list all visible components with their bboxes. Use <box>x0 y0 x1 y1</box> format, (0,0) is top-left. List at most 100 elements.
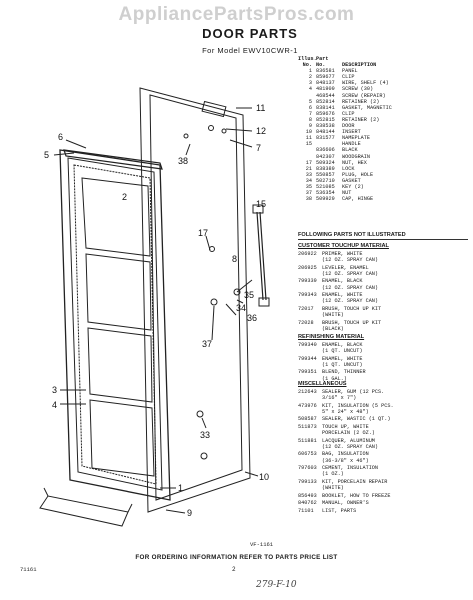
part-illus-no: 6 <box>308 104 312 111</box>
shelf-1 <box>81 177 151 257</box>
material-description: LACQUER, ALUMINUM <box>322 437 375 444</box>
part-number: 509929 <box>316 196 335 203</box>
part-illus-no: 17 <box>305 159 312 166</box>
part-number: 536354 <box>316 190 335 197</box>
part-number: 838389 <box>316 165 335 172</box>
material-description: (12 OZ. SPRAY CAN) <box>322 284 379 291</box>
material-row: (12 OZ. SPRAY CAN) <box>298 285 468 291</box>
material-row: PORCELAIN (2 OZ.) <box>298 430 468 436</box>
material-description: (WHITE) <box>322 484 344 491</box>
part-illus-no: 2 <box>308 74 312 81</box>
callout-10: 10 <box>259 472 269 482</box>
part-illus-no: 5 <box>308 98 312 105</box>
part-description: HANDLE <box>342 141 361 148</box>
material-part-number <box>298 458 322 464</box>
part-illus-no: 37 <box>305 190 312 197</box>
parts-row: 33 550857 PLUG, HOLE <box>298 172 468 178</box>
material-part-number: 799339 <box>298 278 317 285</box>
material-description: PRIMER, WHITE <box>322 251 363 258</box>
material-part-number: 799340 <box>298 342 317 349</box>
material-part-number: 606753 <box>298 451 317 458</box>
part-number: 831577 <box>316 135 335 142</box>
material-description: BRUSH, TOUCH UP KIT <box>322 305 382 312</box>
material-row: 5" x 24" x 48") <box>298 409 468 415</box>
following-parts-heading: FOLLOWING PARTS NOT ILLUSTRATED <box>298 232 468 240</box>
material-row: (WHITE) <box>298 485 468 491</box>
part-description: INSERT <box>342 129 361 136</box>
part-number: 502710 <box>316 177 335 184</box>
part-description: CLIP <box>342 110 355 117</box>
watermark: AppliancePartsPros.com <box>118 4 355 25</box>
material-description: 3/16" x 7") <box>322 395 357 402</box>
material-row: (12 OZ. SPRAY CAN) <box>298 257 468 263</box>
material-part-number <box>298 326 322 332</box>
material-part-number <box>298 444 322 450</box>
material-part-number: 511881 <box>298 437 317 444</box>
material-part-number: 856493 <box>298 492 317 499</box>
part-illus-no: 33 <box>305 171 312 178</box>
material-part-number <box>298 362 322 368</box>
material-description: KIT, PORCELAIN REPAIR <box>322 478 388 485</box>
callout-4: 4 <box>52 400 57 410</box>
material-row: (12 OZ. SPRAY CAN) <box>298 298 468 304</box>
header-illus: Illus. <box>298 56 317 62</box>
material-description: 5" x 24" x 48") <box>322 408 369 415</box>
material-part-number <box>298 257 322 263</box>
part-description: NAMEPLATE <box>342 135 371 142</box>
material-part-number <box>298 395 322 401</box>
material-row: (WHITE) <box>298 312 468 318</box>
ordering-footer: FOR ORDERING INFORMATION REFER TO PARTS … <box>135 554 338 561</box>
material-part-number <box>298 298 322 304</box>
material-description: (1 GAL.) <box>322 375 347 382</box>
material-part-number: 799344 <box>298 355 317 362</box>
material-part-number: 799343 <box>298 292 317 299</box>
part-description: PANEL <box>342 68 358 75</box>
part-description: RETAINER (2) <box>342 98 380 105</box>
material-row: (36-3/8" x 46") <box>298 458 468 464</box>
part-description: WIRE, SHELF (4) <box>342 80 389 87</box>
shelf-2 <box>85 253 152 331</box>
part-number: 852815 <box>316 116 335 123</box>
material-row: (12 OZ. SPRAY CAN) <box>298 271 468 277</box>
part-description: PLUG, HOLE <box>342 171 374 178</box>
section-title: CUSTOMER TOUCHUP MATERIAL <box>298 243 389 249</box>
material-description: SEALER, WASTIC (1 QT.) <box>322 416 391 423</box>
part-description: GASKET <box>342 177 361 184</box>
material-part-number <box>298 312 322 318</box>
part-illus-no: 10 <box>305 129 312 136</box>
part-number: 838538 <box>316 123 335 130</box>
material-description: (WHITE) <box>322 311 344 318</box>
material-description: MANUAL, OWNER'S <box>322 500 369 507</box>
material-description: BAG, INSULATION <box>322 451 369 458</box>
material-description: PORCELAIN (2 OZ.) <box>322 430 375 437</box>
material-description: (12 OZ. SPRAY CAN) <box>322 298 379 305</box>
part-illus-no: 11 <box>305 135 312 142</box>
callout-2: 2 <box>122 192 127 202</box>
section-title: MISCELLANEOUS <box>298 381 347 387</box>
part-description: RETAINER (2) <box>342 116 380 123</box>
header-description: DESCRIPTION <box>342 62 377 69</box>
callout-12: 12 <box>256 126 266 136</box>
part-number: 468544 <box>316 92 335 99</box>
part-description: WOODGRAIN <box>342 153 371 160</box>
part-number: 550857 <box>316 171 335 178</box>
